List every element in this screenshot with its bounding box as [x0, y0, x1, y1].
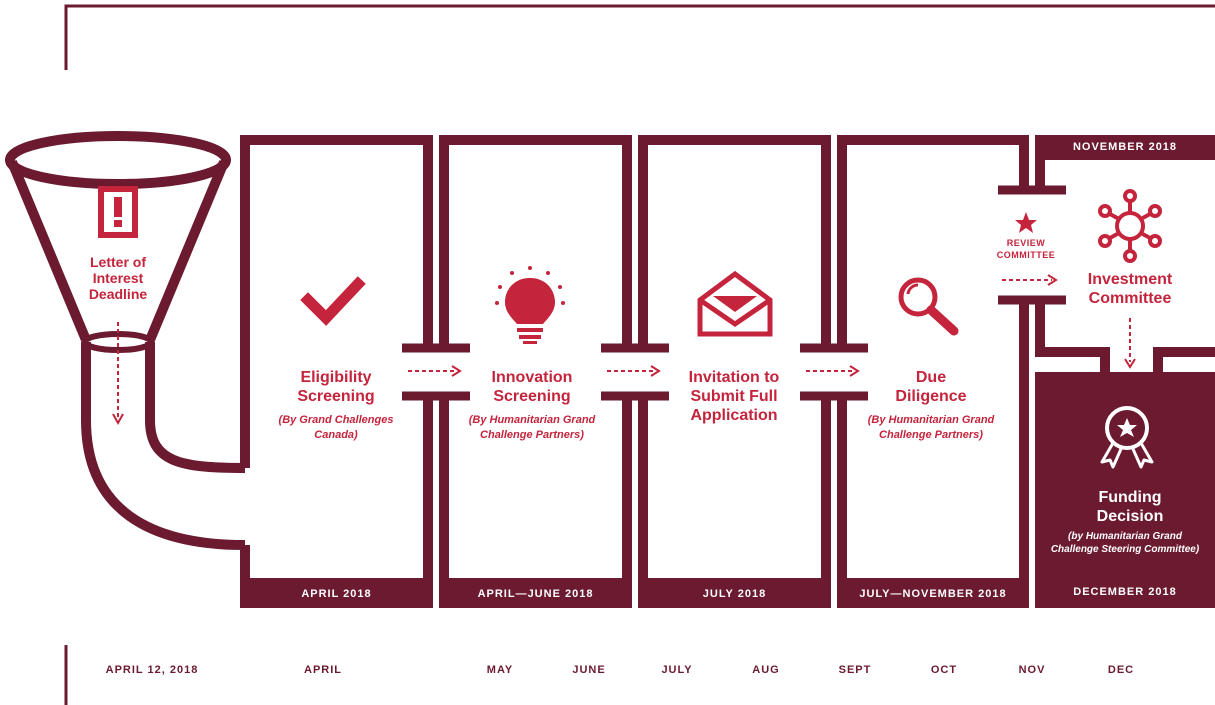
timeline-label: AUG [752, 664, 780, 676]
invitation-box-bottom [638, 396, 831, 582]
review-line2: COMMITTEE [996, 250, 1056, 260]
star-icon [1015, 212, 1037, 233]
investment-box-bottom [1035, 300, 1215, 372]
diligence-box-top [837, 135, 1029, 348]
timeline-label: APRIL 12, 2018 [105, 664, 199, 676]
bar-july [638, 578, 831, 608]
funnel-label-line1: Letter of [90, 254, 146, 270]
funding-decision-panel [1035, 372, 1215, 608]
investment-line1: Investment [1087, 271, 1173, 288]
stage-title-line: Eligibility [300, 369, 372, 386]
funnel-label: Letter of Interest Deadline [68, 254, 168, 302]
stage-sub-line: Challenge Partners) [480, 429, 584, 441]
innovation-box-bottom [439, 396, 632, 582]
funding-sub-line1: (by Humanitarian Grand [1068, 531, 1182, 542]
funding-sub-line2: Challenge Steering Committee) [1050, 544, 1200, 555]
investment-committee-label: Investment Committee [1060, 270, 1200, 308]
eligibility-box-bottom [240, 396, 433, 582]
magnifier-icon [898, 277, 959, 336]
stage-diligence-subtitle: (By Humanitarian Grand Challenge Partner… [846, 413, 1016, 443]
stage-title-line: Submit Full [690, 388, 778, 405]
bar-label-april-june: APRIL—JUNE 2018 [477, 588, 594, 600]
stage-sub-line: (By Humanitarian Grand [468, 414, 596, 426]
stage-sub-line: (By Humanitarian Grand [867, 414, 995, 426]
timeline-label: SEPT [838, 664, 872, 676]
bar-label-july-november: JULY—NOVEMBER 2018 [859, 588, 1007, 600]
stage-sub-line: Canada) [314, 429, 358, 441]
connector-3 [800, 343, 868, 401]
stage-title-line: Innovation [491, 369, 573, 386]
investment-line2: Committee [1088, 290, 1172, 307]
stage-title-line: Application [690, 407, 778, 424]
stage-title-line: Invitation to [688, 369, 780, 386]
bar-april [240, 578, 433, 608]
timeline-label: MAY [486, 664, 514, 676]
funding-line1: Funding [1098, 489, 1162, 506]
connector-4 [998, 185, 1066, 305]
timeline-label: NOV [1018, 664, 1046, 676]
invitation-box-top [638, 135, 831, 348]
stage-invitation-title: Invitation to Submit Full Application [654, 368, 814, 425]
award-ribbon-icon [1100, 406, 1154, 469]
stage-sub-line: (By Grand Challenges [278, 414, 394, 426]
checkmark-icon [300, 276, 366, 326]
stage-title-line: Due [915, 369, 947, 386]
bar-label-april: APRIL 2018 [301, 588, 372, 600]
bar-april-june [439, 578, 632, 608]
stage-diligence-title: Due Diligence [851, 368, 1011, 406]
stage-title-line: Diligence [895, 388, 967, 405]
stage-title-line: Screening [493, 388, 571, 405]
timeline-label: JUNE [572, 664, 606, 676]
funding-decision-subtitle: (by Humanitarian Grand Challenge Steerin… [1035, 530, 1215, 556]
funding-decision-title: Funding Decision [1045, 488, 1215, 526]
pipe-outer [81, 342, 246, 550]
stage-eligibility-title: Eligibility Screening [256, 368, 416, 406]
review-line1: REVIEW [1006, 238, 1046, 248]
bar-november [1035, 135, 1215, 160]
bar-july-november [837, 578, 1029, 608]
top-bracket-line [64, 4, 1215, 70]
stage-eligibility-subtitle: (By Grand Challenges Canada) [256, 413, 416, 443]
stage-title-line: Screening [297, 388, 375, 405]
exclamation-icon [98, 186, 138, 238]
bar-label-july: JULY 2018 [702, 588, 767, 600]
pipe-inner [145, 342, 246, 473]
funding-line2: Decision [1096, 508, 1164, 525]
stage-sub-line: Challenge Partners) [879, 429, 983, 441]
envelope-icon [697, 270, 773, 337]
stage-innovation-subtitle: (By Humanitarian Grand Challenge Partner… [447, 413, 617, 443]
connector-1 [402, 343, 470, 401]
eligibility-box-top [240, 135, 433, 468]
innovation-box-top [439, 135, 632, 348]
funnel-label-line2: Interest [92, 270, 144, 286]
diligence-box-bottom [837, 300, 1029, 582]
review-committee-label: REVIEW COMMITTEE [986, 237, 1066, 261]
funnel-rim [5, 131, 231, 189]
timeline-label: JULY [661, 664, 693, 676]
funnel-label-line3: Deadline [88, 286, 148, 302]
funnel-sides [7, 160, 229, 342]
connector-2 [601, 343, 669, 401]
timeline-label: DEC [1107, 664, 1135, 676]
timeline-label: APRIL [304, 664, 342, 676]
timeline-label: OCT [930, 664, 958, 676]
lightbulb-icon [495, 266, 565, 344]
stage-innovation-title: Innovation Screening [452, 368, 612, 406]
network-icon [1098, 189, 1162, 263]
investment-header-label: NOVEMBER 2018 [1072, 141, 1178, 153]
funding-date-label: DECEMBER 2018 [1073, 586, 1177, 598]
